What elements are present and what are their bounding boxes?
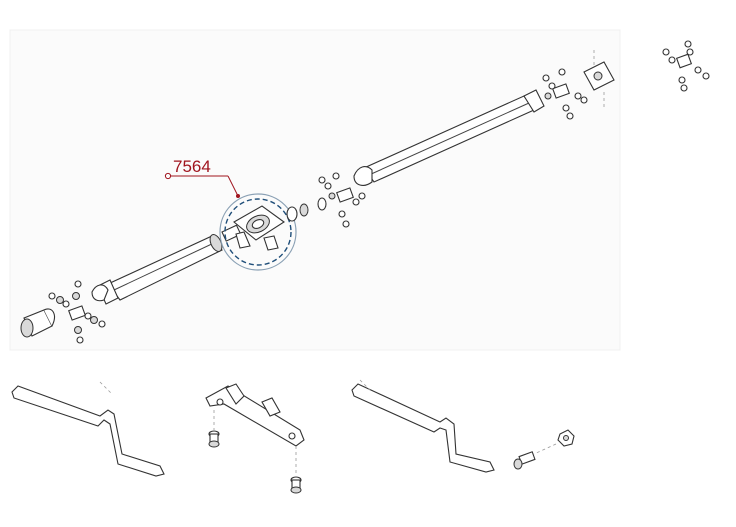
callout-label: 7564 xyxy=(173,157,211,176)
diagram-panel xyxy=(9,29,621,351)
center-bearing-highlight xyxy=(219,193,297,271)
universal-joint-icon xyxy=(48,280,106,344)
crossmember-strap-left-icon xyxy=(11,381,165,477)
front-yoke-icon xyxy=(91,279,119,305)
bolt-icon xyxy=(208,430,302,494)
rear-universal-joint-icon xyxy=(542,68,588,120)
center-bearing-icon xyxy=(233,205,285,251)
flange-yoke-icon xyxy=(583,50,615,108)
washer-icon xyxy=(286,197,327,222)
callout-7564[interactable]: 7564 xyxy=(164,157,240,198)
center-universal-joint-icon xyxy=(318,172,366,228)
spare-universal-joint-icon xyxy=(662,40,710,92)
nut-icon xyxy=(533,429,575,455)
slip-yoke-icon xyxy=(20,308,55,338)
loose-bolt-icon xyxy=(513,451,536,470)
crossmember-strap-right-icon xyxy=(351,379,495,473)
rear-drive-shaft-icon xyxy=(353,89,545,186)
bracket-icon xyxy=(205,383,305,476)
